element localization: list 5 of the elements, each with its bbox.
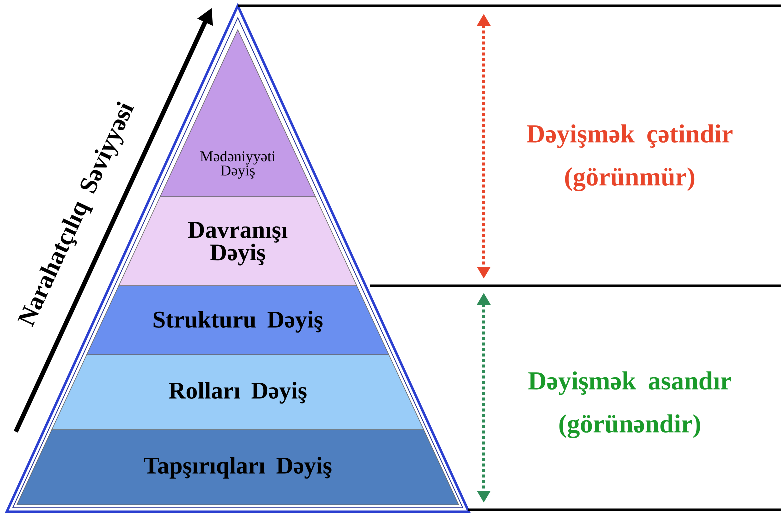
pyramid-layer: Davranışı Dəyiş bbox=[118, 196, 358, 286]
pyramid-layer: Rolları Dəyiş bbox=[52, 354, 424, 430]
annotation-text: Dəyişmək çətindir (görünmür) bbox=[527, 124, 733, 192]
annotation-text: Dəyişmək asandır (görünəndir) bbox=[528, 372, 732, 438]
pyramid-layer: Tapşırıqları Dəyiş bbox=[16, 430, 460, 506]
